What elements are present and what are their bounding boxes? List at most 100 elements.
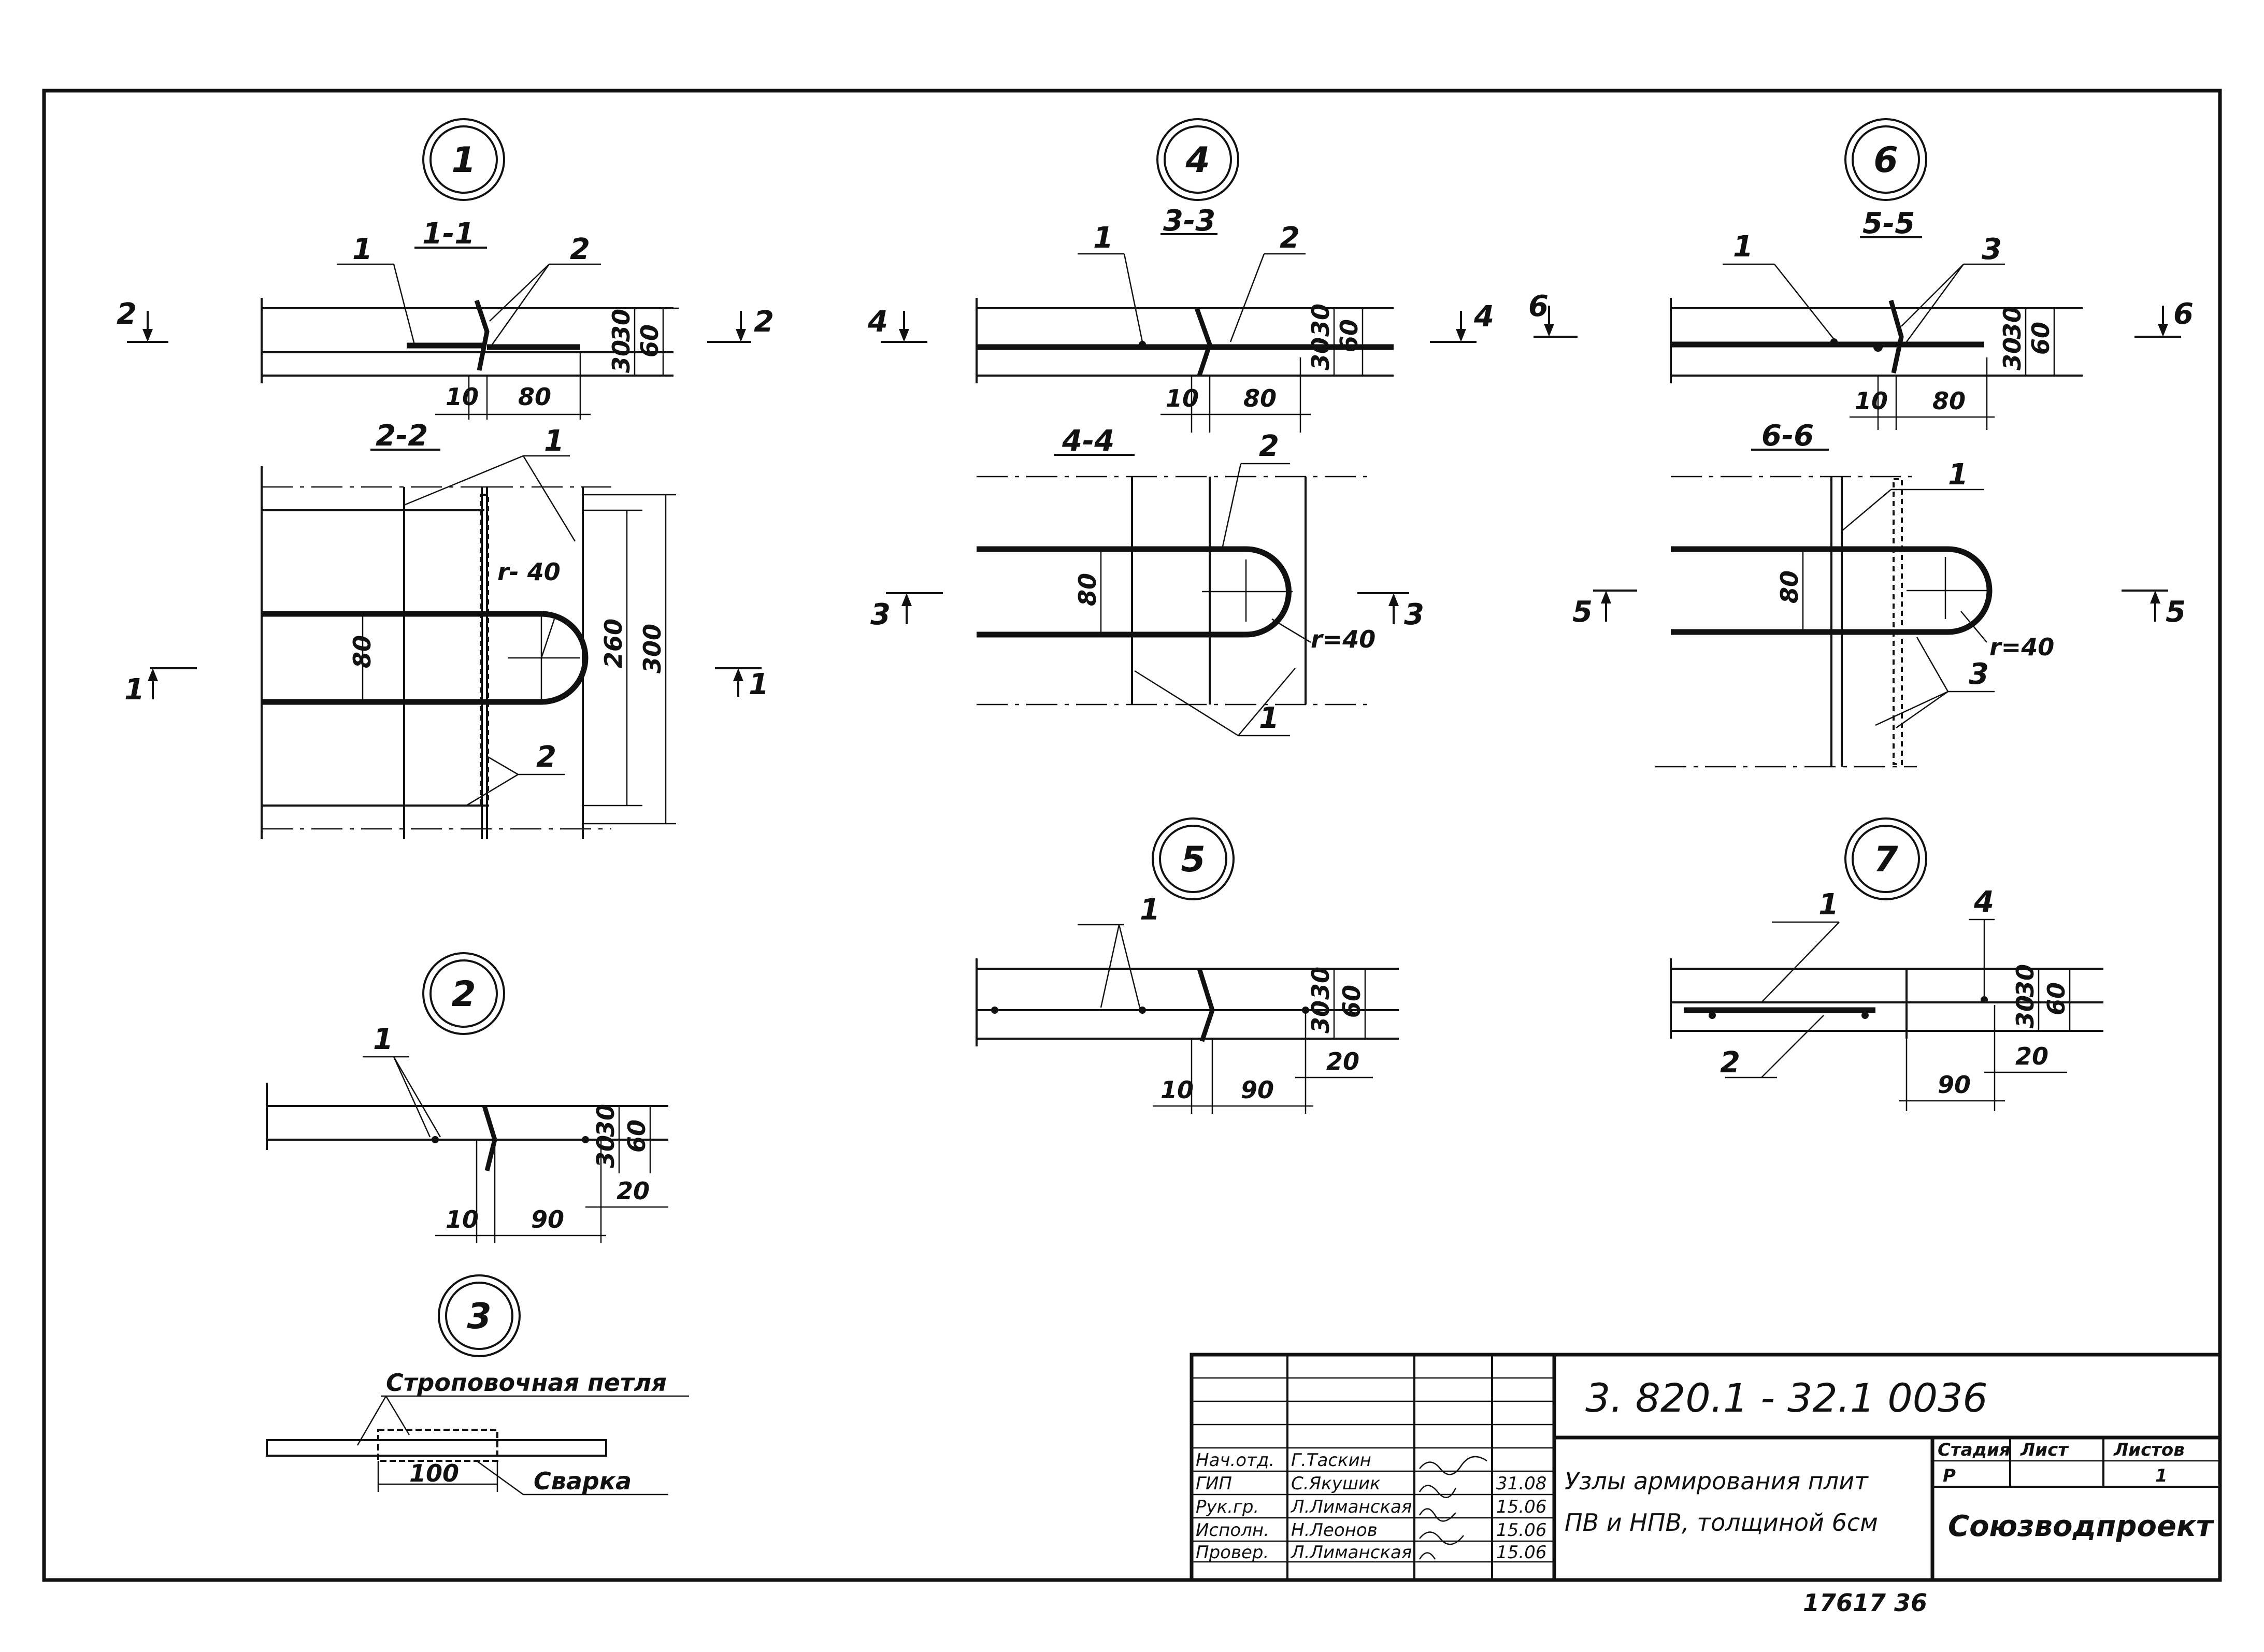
cut-5-right-label: 5 [2166, 595, 2186, 629]
node-1-circle-outer [422, 118, 505, 201]
tb-name-0: Г.Таскин [1291, 1450, 1371, 1471]
signature-4 [1418, 1552, 1436, 1560]
signature-0 [1419, 1456, 1487, 1475]
cut-5-left-label: 5 [1572, 595, 1593, 629]
cut-3-right-arrowhead [1388, 593, 1399, 606]
leader-node2-b [393, 1056, 441, 1138]
leader-5-5-3a [1901, 264, 1964, 327]
pos-label-3-3-2: 2 [1280, 221, 1300, 255]
leader-1a [393, 264, 415, 345]
pos-label-1-1-1: 1 [352, 233, 372, 266]
dim-300: 300 [638, 624, 666, 673]
dim-10-5-5: 10 [1855, 387, 1888, 415]
cut-2-left-arrowhead [142, 329, 153, 342]
node-4-number: 4 [1185, 140, 1210, 181]
pos-label-node7-1: 1 [1818, 888, 1839, 922]
cut-1-right-label: 1 [749, 668, 769, 701]
dim-80-6-6: 80 [1775, 570, 1803, 604]
leader-node5-a [1100, 924, 1120, 1008]
leader-2-2-2a [466, 773, 519, 807]
dim-80-2-2: 80 [348, 635, 376, 668]
leader-node2-a [393, 1056, 431, 1138]
node-6-circle-inner [1852, 125, 1920, 194]
bar-dot-3-3 [1139, 341, 1146, 348]
cut-1-left-arrowhead [148, 668, 158, 681]
leader-node5-b [1118, 924, 1141, 1008]
node-7-number: 7 [1873, 839, 1898, 880]
dim-20-node2: 20 [617, 1177, 650, 1205]
sling-loop-leader-a [356, 1396, 387, 1446]
bar-dot-2a [432, 1136, 439, 1143]
title-block: 3. 820.1 - 32.1 0036 Узлы армирования пл… [1190, 1353, 2222, 1582]
pos-label-node7-4: 4 [1973, 885, 1994, 919]
node-5-number: 5 [1181, 839, 1205, 880]
signature-1 [1418, 1485, 1457, 1498]
leader-2-2-1a [404, 455, 524, 506]
dim-80-5-5: 80 [1932, 387, 1966, 415]
dim-60-node5: 60 [1338, 985, 1366, 1018]
dim-30-node5a: 30 [1307, 967, 1335, 1000]
leader-node7-2 [1761, 1015, 1824, 1078]
leader-5-5-1 [1774, 264, 1835, 340]
pos-label-5-5-1: 1 [1733, 230, 1753, 264]
section-4-4-label: 4-4 [1062, 424, 1114, 458]
node-3-circle-outer [438, 1274, 521, 1357]
node-6-number: 6 [1873, 140, 1898, 181]
tb-date-4: 15.06 [1496, 1542, 1546, 1563]
bar-dot-5-5a [1830, 338, 1838, 346]
cut-6-left-arrowhead [1544, 324, 1554, 337]
node-7-circle-inner [1852, 825, 1920, 893]
dim-90-node7: 90 [1938, 1071, 1971, 1099]
node-5-circle-outer [1152, 817, 1235, 900]
signature-3 [1419, 1531, 1464, 1545]
pos-label-2-2-1: 1 [544, 424, 564, 458]
cut-6-right-arrowhead [2158, 324, 2168, 337]
cut-1-right-arrowhead [733, 668, 743, 681]
cut-2-right-arrowhead [736, 329, 746, 342]
bar-dot-7a [1709, 1012, 1716, 1019]
pos-label-3-3-1: 1 [1093, 221, 1113, 255]
pos-label-6-6-1: 1 [1948, 458, 1968, 492]
bar-dot-5-5b [1873, 342, 1883, 352]
dim-90-node5: 90 [1241, 1076, 1274, 1104]
node-6: 6 5-5 1 3 10 80 30 30 60 6 [1528, 118, 2194, 768]
node-3-number: 3 [467, 1296, 491, 1337]
section-6-6-label: 6-6 [1761, 419, 1814, 453]
node-4: 4 3-3 1 2 10 80 30 30 60 4 4 [867, 118, 1494, 737]
dim-20-node7: 20 [2015, 1042, 2048, 1070]
dim-30-5-5b: 30 [1998, 337, 2026, 370]
tb-role-4: Провер. [1196, 1542, 1269, 1563]
tb-date-1: 31.08 [1496, 1473, 1546, 1494]
footer-number: 17617 36 [1803, 1589, 1927, 1617]
weld-note: Сварка [534, 1467, 632, 1495]
dim-80-4-4: 80 [1073, 573, 1101, 606]
tb-date-2: 15.06 [1496, 1497, 1546, 1517]
cut-4-left-arrowhead [899, 329, 909, 342]
section-1-1-label: 1-1 [422, 217, 475, 251]
dim-60-3-3: 60 [1335, 319, 1363, 352]
signature-2 [1418, 1508, 1456, 1522]
pos-label-1-1-2: 2 [570, 233, 590, 266]
joint-5 [1197, 968, 1215, 1042]
joint-3-3 [1194, 307, 1212, 377]
dim-260: 260 [599, 619, 627, 668]
node-3: 3 Строповочная петля 100 Сварка [266, 1274, 689, 1496]
dim-10-node2: 10 [446, 1205, 479, 1233]
pos-label-node5: 1 [1140, 893, 1160, 927]
leader-3-3-1 [1123, 253, 1143, 342]
node-5-circle-inner [1159, 825, 1227, 893]
tb-stage-value: Р [1943, 1466, 1956, 1486]
bar-dot-2b [582, 1136, 589, 1143]
loop-radius-leader [540, 619, 555, 658]
dim-30-1-1a: 30 [607, 309, 635, 342]
pos-label-node2: 1 [373, 1023, 393, 1056]
dim-30-node7b: 30 [2011, 995, 2039, 1028]
node-1-number: 1 [451, 140, 476, 181]
cut-2-left-label: 2 [117, 297, 137, 331]
dim-r40-6-6: r=40 [1989, 633, 2054, 661]
weld-strip-6-6 [1893, 478, 1903, 765]
pos-label-4-4-2: 2 [1259, 429, 1279, 463]
dim-100: 100 [409, 1459, 459, 1487]
pos-label-4-4-1: 1 [1259, 701, 1279, 735]
